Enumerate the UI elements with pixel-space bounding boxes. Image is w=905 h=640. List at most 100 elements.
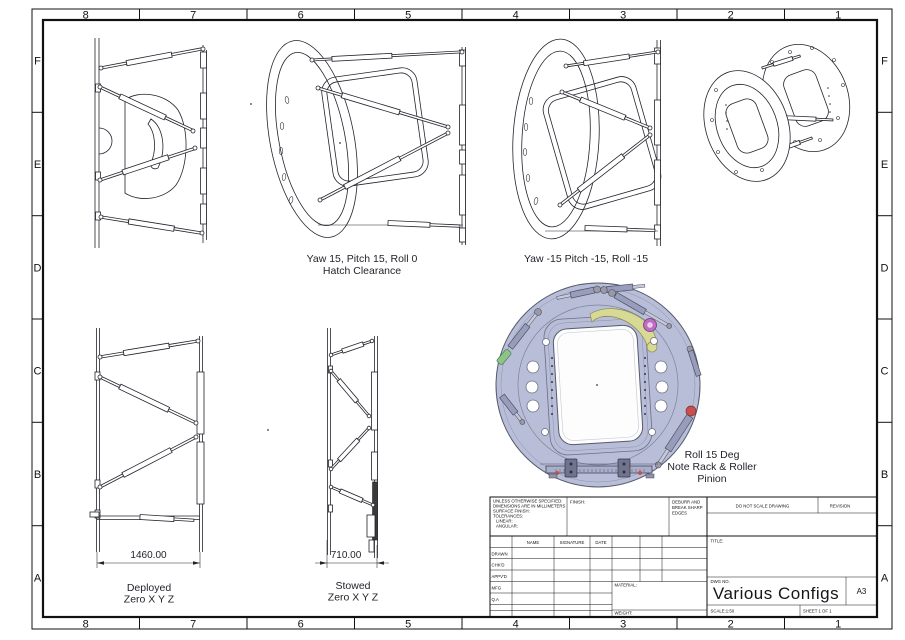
actuator (686, 345, 702, 377)
actuator-strut (329, 426, 371, 471)
zone-number: 7 (190, 10, 196, 22)
actuator (507, 308, 542, 350)
zone-ticks (32, 9, 892, 629)
revision-label: REVISION (830, 504, 851, 509)
sheet-label: SHEET 1 OF 1 (803, 609, 832, 614)
zone-number: 6 (298, 10, 304, 22)
hatch-opening (543, 314, 653, 456)
dimension-value: 710.00 (331, 550, 362, 561)
zone-number: 7 (190, 619, 196, 631)
deburr-line: DEBURR AND (672, 500, 700, 505)
actuator-strut (330, 339, 373, 357)
label-yaw15-line1: Yaw 15, Pitch 15, Roll 0 (307, 253, 418, 265)
label-stowed-line1: Stowed (335, 580, 370, 592)
row-mfg: MFG (492, 586, 502, 591)
rivet-dots (551, 357, 646, 415)
row-chkd: CHK'D (492, 563, 505, 568)
tolerance-line: TOLERANCES: (493, 514, 523, 519)
weight-label: WEIGHT: (615, 611, 633, 616)
view-stowed: 710.00 Stowed Zero X Y Z (315, 328, 389, 604)
zone-letter: D (881, 262, 889, 274)
dimension-stowed: 710.00 (315, 540, 389, 568)
deburr-note: DEBURR AND BREAK SHARP EDGES (672, 500, 703, 516)
actuator-strut (311, 50, 463, 62)
dwg-no-value: Various Configs (713, 584, 839, 603)
actuator-strut (584, 225, 656, 233)
actuator (600, 283, 646, 294)
actuator (556, 285, 601, 300)
paper-size: A3 (857, 587, 867, 596)
actuator-strut (329, 369, 371, 418)
actuator-strut (558, 133, 652, 207)
zone-letters-right: F E D C B A (881, 56, 889, 585)
col-name: NAME (527, 540, 540, 545)
actuator-strut (761, 54, 801, 70)
zone-letter: B (34, 469, 41, 481)
col-signature: SIGNATURE (560, 540, 585, 545)
zone-letter: E (881, 159, 888, 171)
deburr-line: BREAK SHARP (672, 505, 703, 510)
actuator-strut (565, 50, 659, 68)
finish-label: FINISH: (570, 500, 585, 505)
zone-number: 4 (513, 619, 519, 631)
actuator-strut (99, 146, 196, 182)
label-deployed-line2: Zero X Y Z (124, 594, 175, 606)
actuator-strut (100, 215, 202, 235)
zone-number: 5 (405, 10, 411, 22)
zone-number: 6 (298, 619, 304, 631)
view-yaw-15: Yaw 15, Pitch 15, Roll 0 Hatch Clearance (266, 40, 466, 277)
actuator-strut (561, 90, 651, 130)
actuator-strut (387, 220, 461, 228)
zone-numbers-bottom: 8 7 6 5 4 3 2 1 (83, 619, 842, 631)
label-roll15-line2: Note Rack & Roller (667, 461, 757, 473)
zone-number: 8 (83, 10, 89, 22)
zone-numbers-top: 8 7 6 5 4 3 2 1 (83, 10, 842, 22)
label-roll15-line1: Roll 15 Deg (685, 449, 740, 461)
tolerance-line: UNLESS OTHERWISE SPECIFIED: (493, 499, 562, 504)
actuator-strut (100, 47, 202, 70)
actuator-strut (98, 375, 197, 425)
zone-number: 8 (83, 619, 89, 631)
zone-number: 1 (835, 619, 841, 631)
actuator (654, 413, 694, 469)
actuator-strut (99, 339, 199, 359)
row-drawn: DRAWN (492, 552, 508, 557)
label-yaw15-line2: Hatch Clearance (323, 265, 401, 277)
hatch-door-frame (542, 76, 662, 210)
zone-number: 4 (513, 10, 519, 22)
tolerance-line: ANGULAR: (496, 524, 518, 529)
zone-number: 3 (620, 619, 626, 631)
actuator-strut (98, 85, 195, 133)
zone-letter: C (881, 366, 889, 378)
dwg-no-label: DWG NO. (711, 579, 730, 584)
actuator-strut (330, 485, 375, 507)
actuator (608, 289, 672, 329)
clevis-green (496, 349, 512, 365)
view-roll15-render: Roll 15 Deg Note Rack & Roller Pinion (495, 282, 757, 488)
actuator-strut (317, 86, 450, 129)
tolerance-line: LINEAR: (496, 519, 513, 524)
label-deployed-line1: Deployed (127, 582, 172, 594)
actuator-strut (139, 514, 195, 522)
actuator (499, 393, 526, 425)
view-iso-rings (703, 43, 851, 182)
label-yaw-neg15: Yaw -15 Pitch -15, Roll -15 (524, 253, 648, 265)
material-label: MATERIAL: (615, 583, 637, 588)
zone-letter: B (881, 469, 888, 481)
zone-letter: A (881, 572, 889, 584)
tolerance-line: DIMENSIONS ARE IN MILLIMETERS (493, 504, 565, 509)
actuator-strut (318, 131, 449, 202)
view-side-deployed-top (94, 38, 252, 248)
row-qa: Q.A (492, 597, 500, 602)
zone-letter: C (34, 366, 42, 378)
dimension-deployed: 1460.00 (96, 548, 201, 568)
zone-number: 2 (728, 10, 734, 22)
view-deployed: 1460.00 Deployed Zero X Y Z (89, 328, 269, 606)
deburr-line: EDGES (672, 511, 687, 516)
zone-number: 2 (728, 619, 734, 631)
rack-bar (540, 458, 658, 479)
zone-number: 3 (620, 10, 626, 22)
title-label: TITLE: (711, 539, 724, 544)
